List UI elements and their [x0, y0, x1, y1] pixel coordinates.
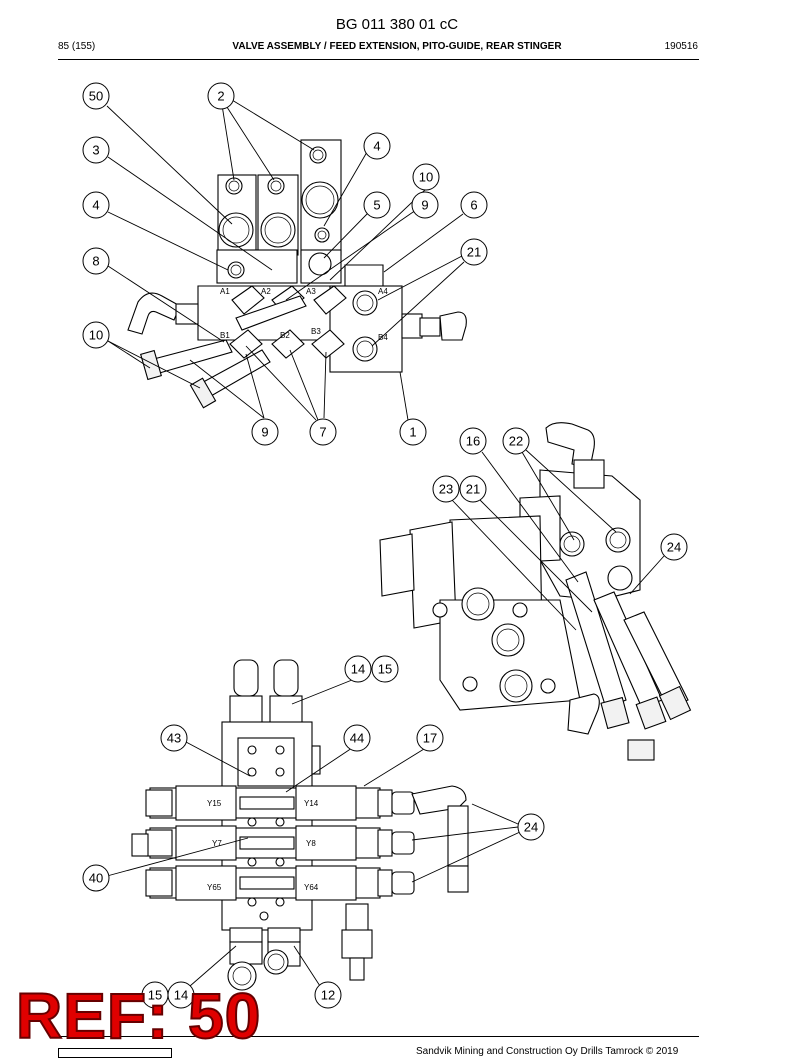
- port-label-b2: B2: [280, 331, 290, 340]
- callout-14-bottom: 14: [167, 981, 195, 1009]
- svg-text:15: 15: [378, 662, 392, 677]
- callout-21-middle: 21: [459, 475, 487, 503]
- header-rule: [58, 59, 699, 60]
- leader-lines: [106, 99, 665, 987]
- svg-text:4: 4: [373, 139, 380, 154]
- callout-9-top: 9: [411, 191, 439, 219]
- svg-text:14: 14: [174, 988, 188, 1003]
- callout-4-left: 4: [82, 191, 110, 219]
- port-label-a4: A4: [378, 287, 388, 296]
- svg-text:21: 21: [466, 482, 480, 497]
- port-label-a3: A3: [306, 287, 316, 296]
- callout-43: 43: [160, 724, 188, 752]
- svg-text:16: 16: [466, 434, 480, 449]
- callout-3: 3: [82, 136, 110, 164]
- svg-text:43: 43: [167, 731, 181, 746]
- svg-text:23: 23: [439, 482, 453, 497]
- svg-text:5: 5: [373, 198, 380, 213]
- callout-10-top: 10: [412, 163, 440, 191]
- port-label-b1: B1: [220, 331, 230, 340]
- callout-12: 12: [314, 981, 342, 1009]
- svg-text:2: 2: [217, 89, 224, 104]
- callout-17: 17: [416, 724, 444, 752]
- svg-text:6: 6: [470, 198, 477, 213]
- svg-text:9: 9: [261, 425, 268, 440]
- solenoid-label-y8: Y8: [306, 839, 316, 848]
- callout-8: 8: [82, 247, 110, 275]
- callout-24-middle: 24: [660, 533, 688, 561]
- svg-text:15: 15: [148, 988, 162, 1003]
- rear-stinger-valve-assembly: [379, 422, 692, 761]
- ref-stamp: REF: 50: [15, 980, 262, 1052]
- solenoid-label-y14: Y14: [304, 799, 319, 808]
- footer-copyright: Sandvik Mining and Construction Oy Drill…: [416, 1046, 679, 1057]
- svg-text:21: 21: [467, 245, 481, 260]
- svg-text:10: 10: [419, 170, 433, 185]
- callout-5: 5: [363, 191, 391, 219]
- callout-7: 7: [309, 418, 337, 446]
- footer-rule: [58, 1036, 699, 1037]
- callout-24-bottom: 24: [517, 813, 545, 841]
- solenoid-label-y65: Y65: [207, 883, 222, 892]
- callout-4-top: 4: [363, 132, 391, 160]
- callout-16: 16: [459, 427, 487, 455]
- solenoid-valve-manifold: Y15 Y14 Y7 Y8 Y65 Y64: [131, 659, 469, 991]
- callout-15-top: 15: [371, 655, 399, 683]
- date-code: 190516: [664, 41, 698, 52]
- callout-10-left: 10: [82, 321, 110, 349]
- callout-23: 23: [432, 475, 460, 503]
- port-label-a2: A2: [261, 287, 271, 296]
- svg-text:1: 1: [409, 425, 416, 440]
- svg-text:50: 50: [89, 89, 103, 104]
- callout-44: 44: [343, 724, 371, 752]
- callout-22: 22: [502, 427, 530, 455]
- callout-14-top: 14: [344, 655, 372, 683]
- callout-1: 1: [399, 418, 427, 446]
- solenoid-label-y7: Y7: [212, 839, 222, 848]
- svg-text:22: 22: [509, 434, 523, 449]
- svg-text:24: 24: [524, 820, 538, 835]
- port-label-b3: B3: [311, 327, 321, 336]
- document-code: BG 011 380 01 cC: [335, 16, 459, 33]
- svg-text:17: 17: [423, 731, 437, 746]
- page-number: 85 (155): [58, 41, 96, 52]
- svg-text:7: 7: [319, 425, 326, 440]
- svg-text:8: 8: [92, 254, 99, 269]
- callout-40: 40: [82, 864, 110, 892]
- svg-text:14: 14: [351, 662, 365, 677]
- svg-text:10: 10: [89, 328, 103, 343]
- callout-15-bottom: 15: [141, 981, 169, 1009]
- callout-50: 50: [82, 82, 110, 110]
- svg-text:3: 3: [92, 143, 99, 158]
- solenoid-label-y64: Y64: [304, 883, 319, 892]
- svg-text:4: 4: [92, 198, 99, 213]
- svg-text:40: 40: [89, 871, 103, 886]
- svg-text:12: 12: [321, 988, 335, 1003]
- callout-21-top: 21: [460, 238, 488, 266]
- callout-9-bottom: 9: [251, 418, 279, 446]
- svg-text:24: 24: [667, 540, 681, 555]
- callout-6: 6: [460, 191, 488, 219]
- svg-text:44: 44: [350, 731, 364, 746]
- page-title: VALVE ASSEMBLY / FEED EXTENSION, PITO-GU…: [232, 41, 562, 52]
- callout-2: 2: [207, 82, 235, 110]
- svg-text:9: 9: [421, 198, 428, 213]
- port-label-b4: B4: [378, 333, 388, 342]
- solenoid-label-y15: Y15: [207, 799, 222, 808]
- port-label-a1: A1: [220, 287, 230, 296]
